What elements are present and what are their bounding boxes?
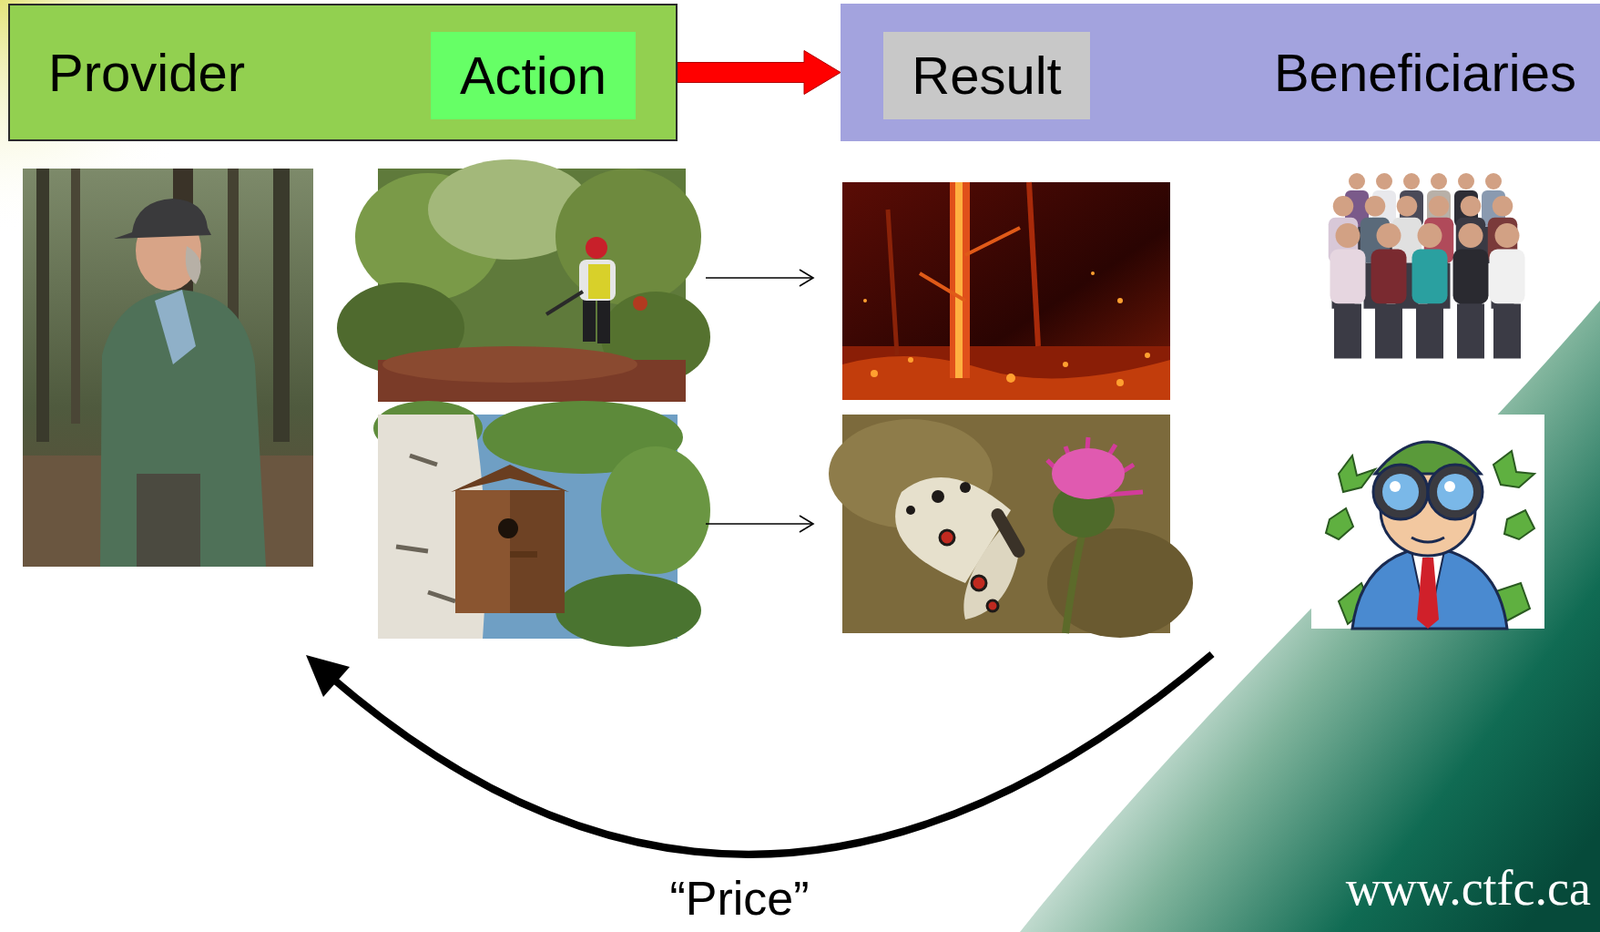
box-label: Action bbox=[459, 46, 607, 105]
birdhouse-photo bbox=[373, 400, 711, 647]
fire-photo bbox=[842, 182, 1171, 400]
box-label: Result bbox=[911, 46, 1061, 105]
beneficiaries-band: Beneficiaries Result bbox=[840, 3, 1600, 142]
box-label: Provider bbox=[48, 43, 245, 102]
website-watermark: www.ctfc.ca bbox=[1345, 861, 1591, 916]
block-arrow bbox=[677, 50, 841, 95]
birdwatcher-cartoon bbox=[1311, 414, 1545, 629]
provider-band: Provider Action bbox=[8, 3, 678, 142]
butterfly-photo bbox=[828, 414, 1193, 638]
provider-photo bbox=[22, 168, 314, 567]
box-label: Beneficiaries bbox=[1273, 43, 1577, 102]
price-curve-arrow bbox=[305, 653, 1213, 855]
clearing-photo bbox=[336, 159, 711, 402]
thin-arrow bbox=[705, 269, 814, 532]
price-label: “Price” bbox=[669, 872, 809, 925]
action-box: Action bbox=[430, 31, 636, 120]
crowd-picture bbox=[1328, 173, 1526, 359]
result-box: Result bbox=[883, 31, 1091, 120]
